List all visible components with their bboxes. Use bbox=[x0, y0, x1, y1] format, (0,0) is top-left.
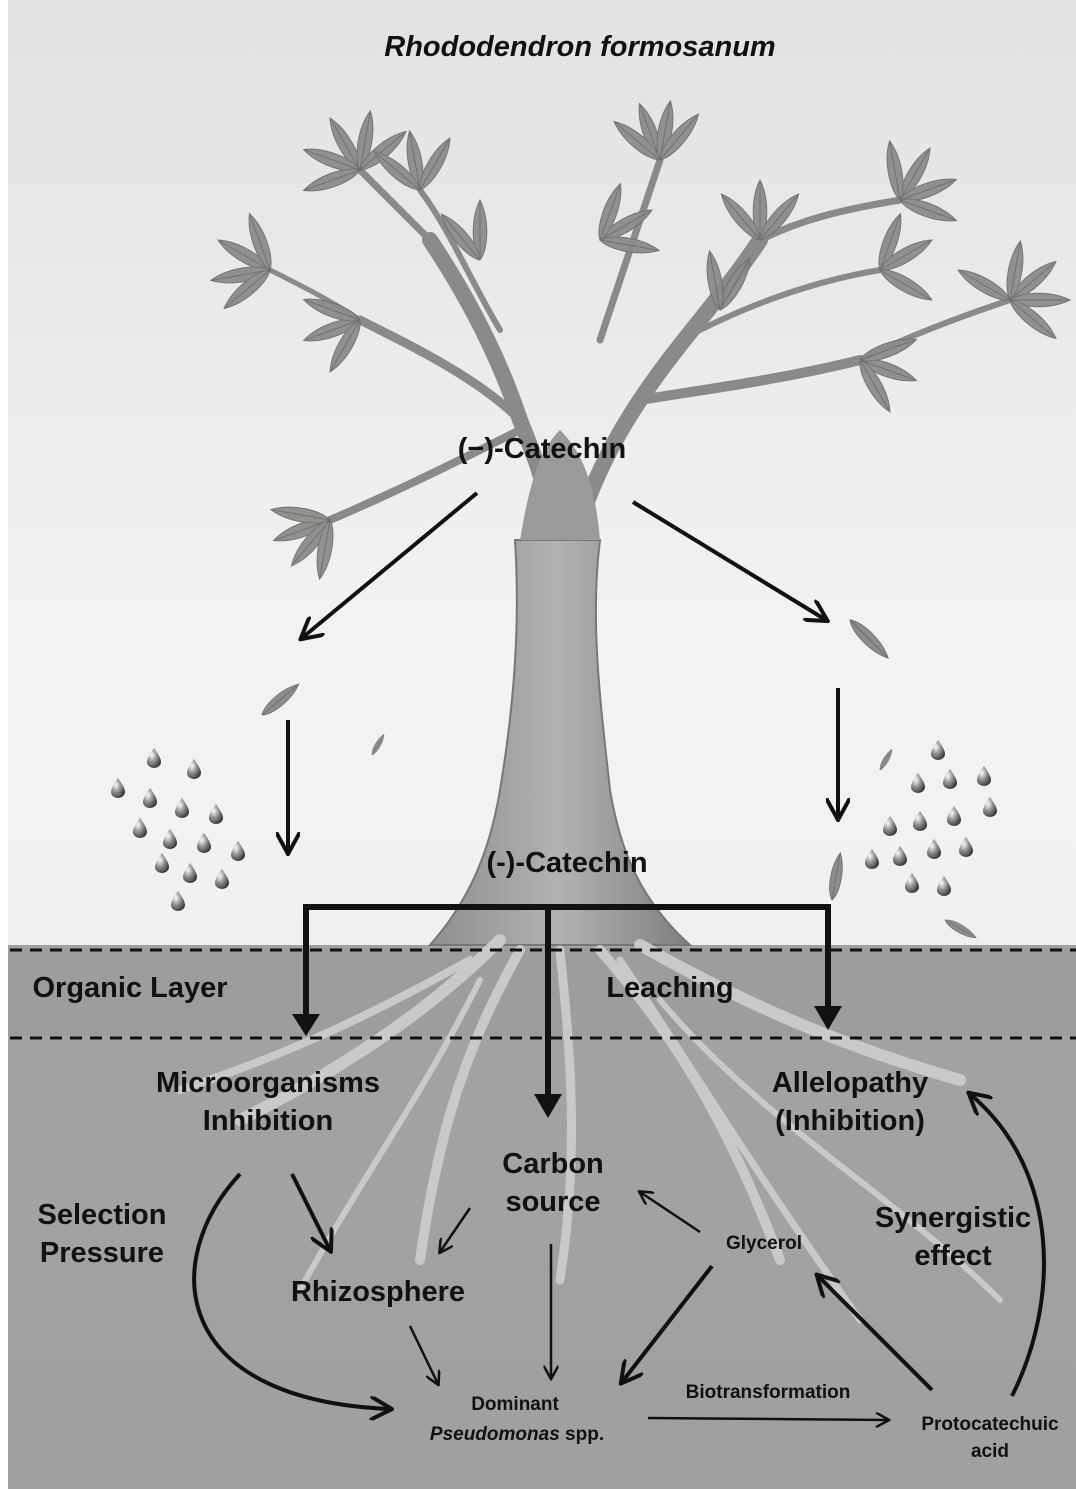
synergistic-label: Synergistic bbox=[875, 1202, 1031, 1234]
microorganisms-label: Microorganisms bbox=[156, 1067, 380, 1099]
selection-label: Selection bbox=[38, 1199, 167, 1231]
inhibition-label: Inhibition bbox=[203, 1105, 333, 1137]
acid-label: acid bbox=[971, 1441, 1009, 1462]
source-label: source bbox=[505, 1186, 600, 1218]
diagram-title: Rhododendron formosanum bbox=[384, 31, 775, 63]
effect-label: effect bbox=[914, 1240, 992, 1272]
biotransformation-label: Biotransformation bbox=[686, 1382, 851, 1403]
allelopathy-inhibition-label: (Inhibition) bbox=[775, 1105, 925, 1137]
pressure-label: Pressure bbox=[40, 1237, 164, 1269]
catechin-mid-label: (-)-Catechin bbox=[486, 847, 647, 879]
dominant-label: Dominant bbox=[471, 1394, 559, 1415]
leaching-label: Leaching bbox=[606, 972, 733, 1004]
glycerol-label: Glycerol bbox=[726, 1233, 802, 1254]
allelopathy-label: Allelopathy bbox=[772, 1067, 928, 1099]
protocatechuic-label: Protocatechuic bbox=[921, 1414, 1059, 1435]
pseudomonas-label: Pseudomonas spp. bbox=[430, 1424, 604, 1445]
catechin-top-label: (−)-Catechin bbox=[458, 433, 626, 465]
organic-layer-label: Organic Layer bbox=[32, 972, 227, 1004]
rhizosphere-label: Rhizosphere bbox=[291, 1276, 465, 1308]
carbon-label: Carbon bbox=[502, 1148, 604, 1180]
